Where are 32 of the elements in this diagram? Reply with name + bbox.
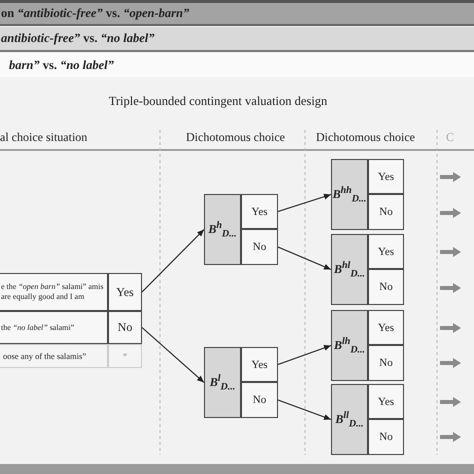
answer-cell: No <box>241 229 278 265</box>
header-band: barn” vs. “no label” <box>0 53 474 77</box>
answer-cell: Yes <box>108 273 142 311</box>
answer-cell: Yes <box>368 159 404 194</box>
arrow <box>142 327 204 383</box>
header-band: antibiotic-free” vs. “no label” <box>0 27 474 52</box>
answer-cell: No <box>368 419 404 455</box>
answer-cell: No <box>368 345 404 381</box>
answer-cell: Yes <box>368 384 404 419</box>
answer-cell: * <box>108 344 142 368</box>
arrow <box>278 246 332 270</box>
arrow <box>278 194 332 212</box>
arrow <box>142 229 204 292</box>
table-cell: oose any of the salamis” <box>0 344 108 368</box>
column-header: Dichotomous choice <box>316 130 415 145</box>
table-cell: e the “open barn” salami” amis are equally good and I am <box>0 273 108 311</box>
answer-cell: No <box>108 311 142 344</box>
column-header: C <box>446 130 454 145</box>
answer-cell: Yes <box>368 234 404 269</box>
column-header: Dichotomous choice <box>186 130 285 145</box>
answer-cell: No <box>368 269 404 305</box>
answer-cell: Yes <box>241 194 278 229</box>
diagram-title: Triple-bounded contingent valuation design <box>108 94 328 109</box>
column-header: al choice situation <box>0 130 88 145</box>
arrow <box>278 399 332 420</box>
arrow <box>278 344 332 366</box>
header-band: on “antibiotic-free” vs. “open-barn” <box>0 0 474 26</box>
answer-cell: Yes <box>241 347 278 382</box>
answer-cell: Yes <box>368 310 404 345</box>
answer-cell: No <box>241 382 278 418</box>
table-cell: the “no label” salami” <box>0 311 108 344</box>
answer-cell: No <box>368 194 404 230</box>
